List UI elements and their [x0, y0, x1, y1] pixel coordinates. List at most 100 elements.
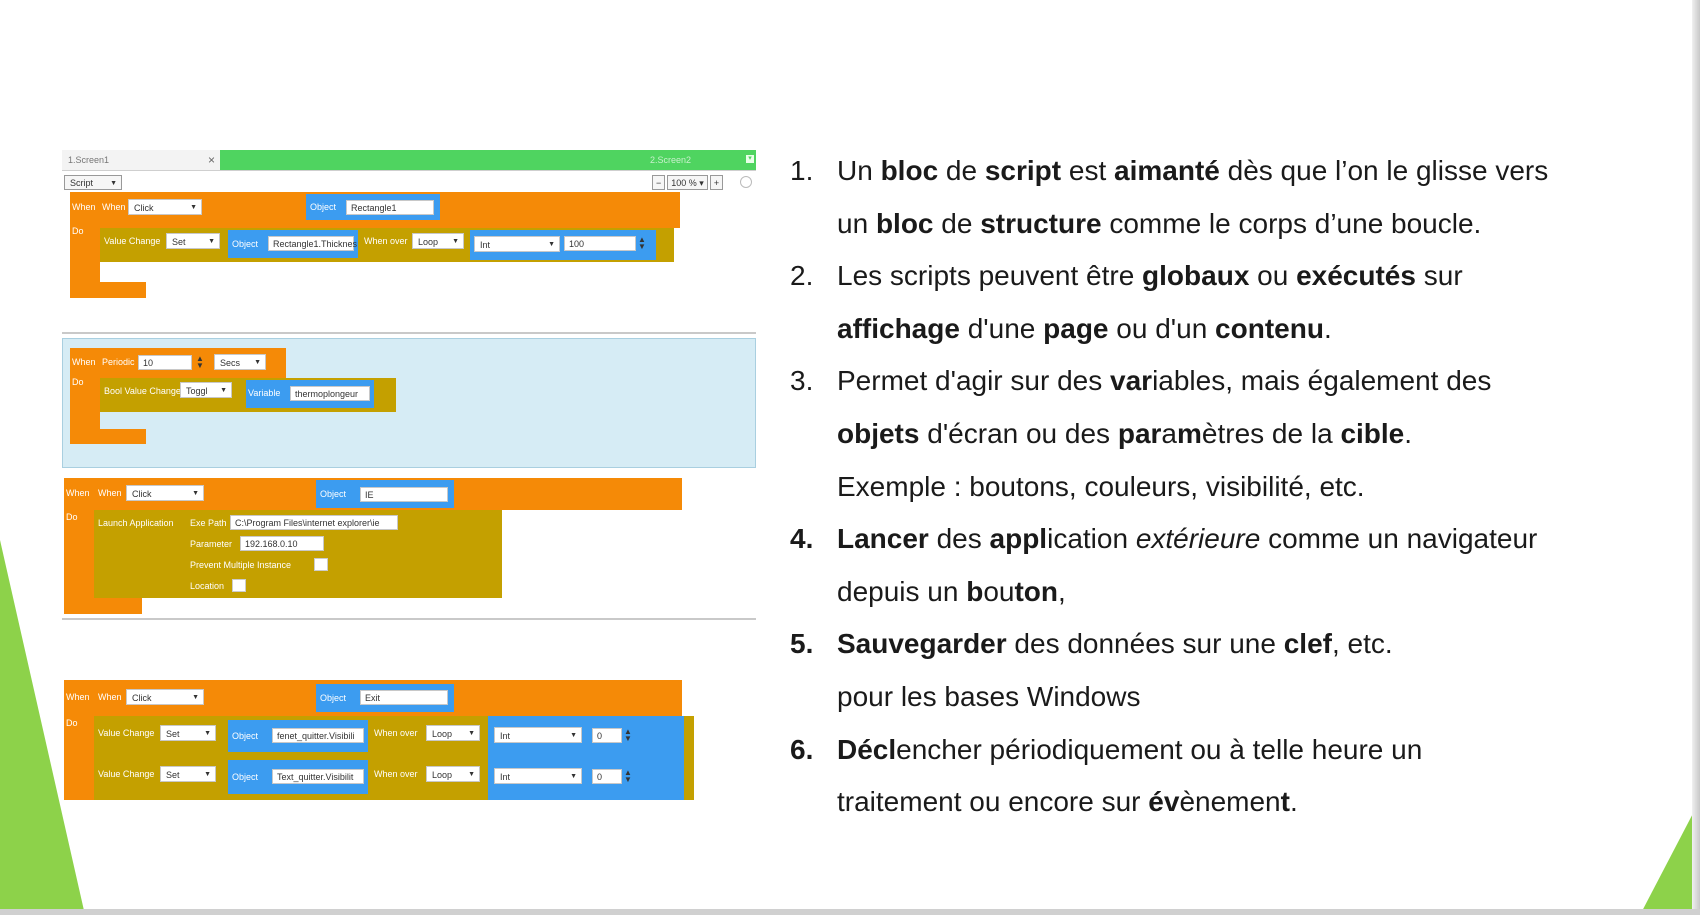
list-item-text: objets d'écran ou des paramètres de la c… — [837, 418, 1667, 450]
period-input[interactable]: 10 — [138, 355, 192, 370]
editor-tab-bar: 1.Screen1× 2.Screen2▾ — [62, 150, 756, 171]
when-label: When — [66, 692, 90, 702]
action-dropdown-value: Set — [172, 237, 186, 247]
event-dropdown-value: Click — [132, 693, 152, 703]
stepper-icon[interactable]: ▲▼ — [196, 354, 204, 370]
text-segment: comme le corps d’une boucle. — [1101, 207, 1482, 239]
event-dropdown[interactable]: Click▼ — [128, 199, 202, 215]
object-label: Object — [232, 239, 259, 249]
type-dropdown[interactable]: Int▼ — [494, 768, 582, 784]
action-dropdown[interactable]: Set▼ — [160, 766, 216, 782]
variable-input[interactable]: thermoplongeur — [290, 386, 370, 401]
zoom-level-dropdown[interactable]: 100 % ▾ — [667, 175, 708, 190]
mode-dropdown[interactable]: Loop▼ — [412, 233, 464, 249]
text-segment: sur — [1415, 260, 1463, 292]
value-input[interactable]: 100 — [564, 236, 636, 251]
when-label: When — [72, 202, 96, 212]
action-dropdown[interactable]: Set▼ — [160, 725, 216, 741]
text-segment: pour les bases Windows — [837, 680, 1141, 712]
script-block-exit[interactable] — [64, 680, 94, 800]
list-item-text: Permet d'agir sur des variables, mais ég… — [837, 365, 1667, 397]
text-segment: traitement ou encore sur — [837, 786, 1149, 818]
type-dropdown[interactable]: Int▼ — [474, 236, 560, 252]
prevent-checkbox[interactable] — [314, 558, 328, 571]
mode-dropdown[interactable]: Loop▼ — [426, 725, 480, 741]
prevent-label: Prevent Multiple Instance — [190, 560, 292, 570]
script-block-launch[interactable] — [64, 478, 94, 614]
text-segment: un — [837, 207, 876, 239]
text-segment: des données sur une — [1006, 628, 1284, 660]
text-segment: Permet d'agir sur des — [837, 365, 1111, 397]
script-separator — [62, 332, 756, 334]
text-segment: par — [1117, 417, 1162, 449]
text-segment: est — [1061, 155, 1115, 186]
text-segment: d'une — [959, 312, 1044, 344]
text-segment: Sauvegarder — [837, 628, 1007, 660]
object-input[interactable]: Text_quitter.Visibilit — [272, 769, 364, 784]
mode-dropdown[interactable]: Loop▼ — [426, 766, 480, 782]
zoom-in-button[interactable]: + — [709, 175, 724, 190]
text-segment: Décl — [837, 733, 897, 765]
parameter-label: Parameter — [190, 539, 233, 549]
chevron-down-icon: ▼ — [190, 204, 197, 211]
object-label: Object — [320, 489, 347, 499]
text-segment: Lancer — [837, 523, 929, 555]
list-number: 5. — [790, 628, 814, 660]
text-segment: Exemple : boutons, couleurs, visibilité,… — [837, 470, 1365, 502]
action-dropdown-value: Set — [166, 770, 180, 780]
stepper-icon[interactable]: ▲▼ — [624, 768, 632, 784]
text-segment: Les scripts peuvent être — [837, 260, 1143, 292]
chevron-down-icon: ▼ — [220, 387, 227, 394]
type-dropdown[interactable]: Int▼ — [494, 727, 582, 743]
text-segment: a — [1161, 417, 1177, 449]
event-dropdown[interactable]: Click ▼ — [126, 689, 204, 705]
search-icon[interactable] — [740, 176, 752, 188]
object-input[interactable]: IE — [360, 487, 448, 502]
script-block-periodic[interactable] — [70, 348, 100, 444]
list-number: 4. — [790, 523, 814, 555]
zoom-out-button[interactable]: − — [652, 175, 666, 190]
action-dropdown[interactable]: Set▼ — [166, 233, 220, 249]
list-item-text: traitement ou encore sur évènement. — [837, 786, 1667, 818]
chevron-down-icon: ▼ — [192, 694, 199, 701]
tab-screen1[interactable]: 1.Screen1× — [62, 150, 220, 170]
unit-dropdown[interactable]: Secs▼ — [214, 354, 266, 370]
chevron-down-icon: ▼ — [254, 359, 261, 366]
exe-path-label: Exe Path — [190, 518, 227, 528]
chevron-down-icon: ▼ — [570, 732, 577, 739]
list-item-text: un bloc de structure comme le corps d’un… — [837, 208, 1667, 240]
tab-add-icon[interactable]: ▾ — [746, 155, 754, 163]
action-dropdown-value: Set — [166, 729, 180, 739]
exe-path-input[interactable]: C:\Program Files\internet explorer\ie — [230, 515, 398, 530]
stepper-icon[interactable]: ▲▼ — [638, 235, 646, 251]
location-checkbox[interactable] — [232, 579, 246, 592]
value-input[interactable]: 0 — [592, 728, 622, 743]
event-dropdown[interactable]: Click▼ — [126, 485, 204, 501]
editor-toolbar: Script▼ − 100 % ▾ + — [62, 172, 756, 192]
text-segment: aimanté — [1114, 155, 1220, 186]
text-segment: clef — [1283, 628, 1332, 660]
periodic-label: Periodic — [102, 357, 135, 367]
object-input[interactable]: Rectangle1 — [346, 200, 434, 215]
value-input[interactable]: 0 — [592, 769, 622, 784]
object-input[interactable]: Rectangle1.Thicknes — [268, 236, 357, 251]
text-segment: des — [928, 523, 990, 555]
type-dropdown-value: Int — [500, 772, 511, 782]
tab-screen2[interactable]: 2.Screen2▾ — [220, 150, 756, 170]
close-icon[interactable]: × — [208, 153, 216, 167]
list-number: 2. — [790, 260, 814, 292]
toggle-dropdown[interactable]: Toggl▼ — [180, 382, 232, 398]
object-input[interactable]: fenet_quitter.Visibili — [272, 728, 364, 743]
value-change-label: Value Change — [98, 769, 155, 779]
text-segment: d'écran ou des — [919, 417, 1118, 449]
list-item-text: Déclencher périodiquement ou à telle heu… — [837, 734, 1667, 766]
do-label: Do — [72, 226, 84, 236]
text-segment: bloc — [880, 155, 939, 186]
parameter-input[interactable]: 192.168.0.10 — [240, 536, 324, 551]
stepper-icon[interactable]: ▲▼ — [624, 727, 632, 743]
object-input[interactable]: Exit — [360, 690, 448, 705]
script-block-click-rectangle[interactable] — [70, 192, 100, 298]
slide-bottom-border — [0, 909, 1700, 915]
script-dropdown[interactable]: Script▼ — [64, 175, 122, 190]
